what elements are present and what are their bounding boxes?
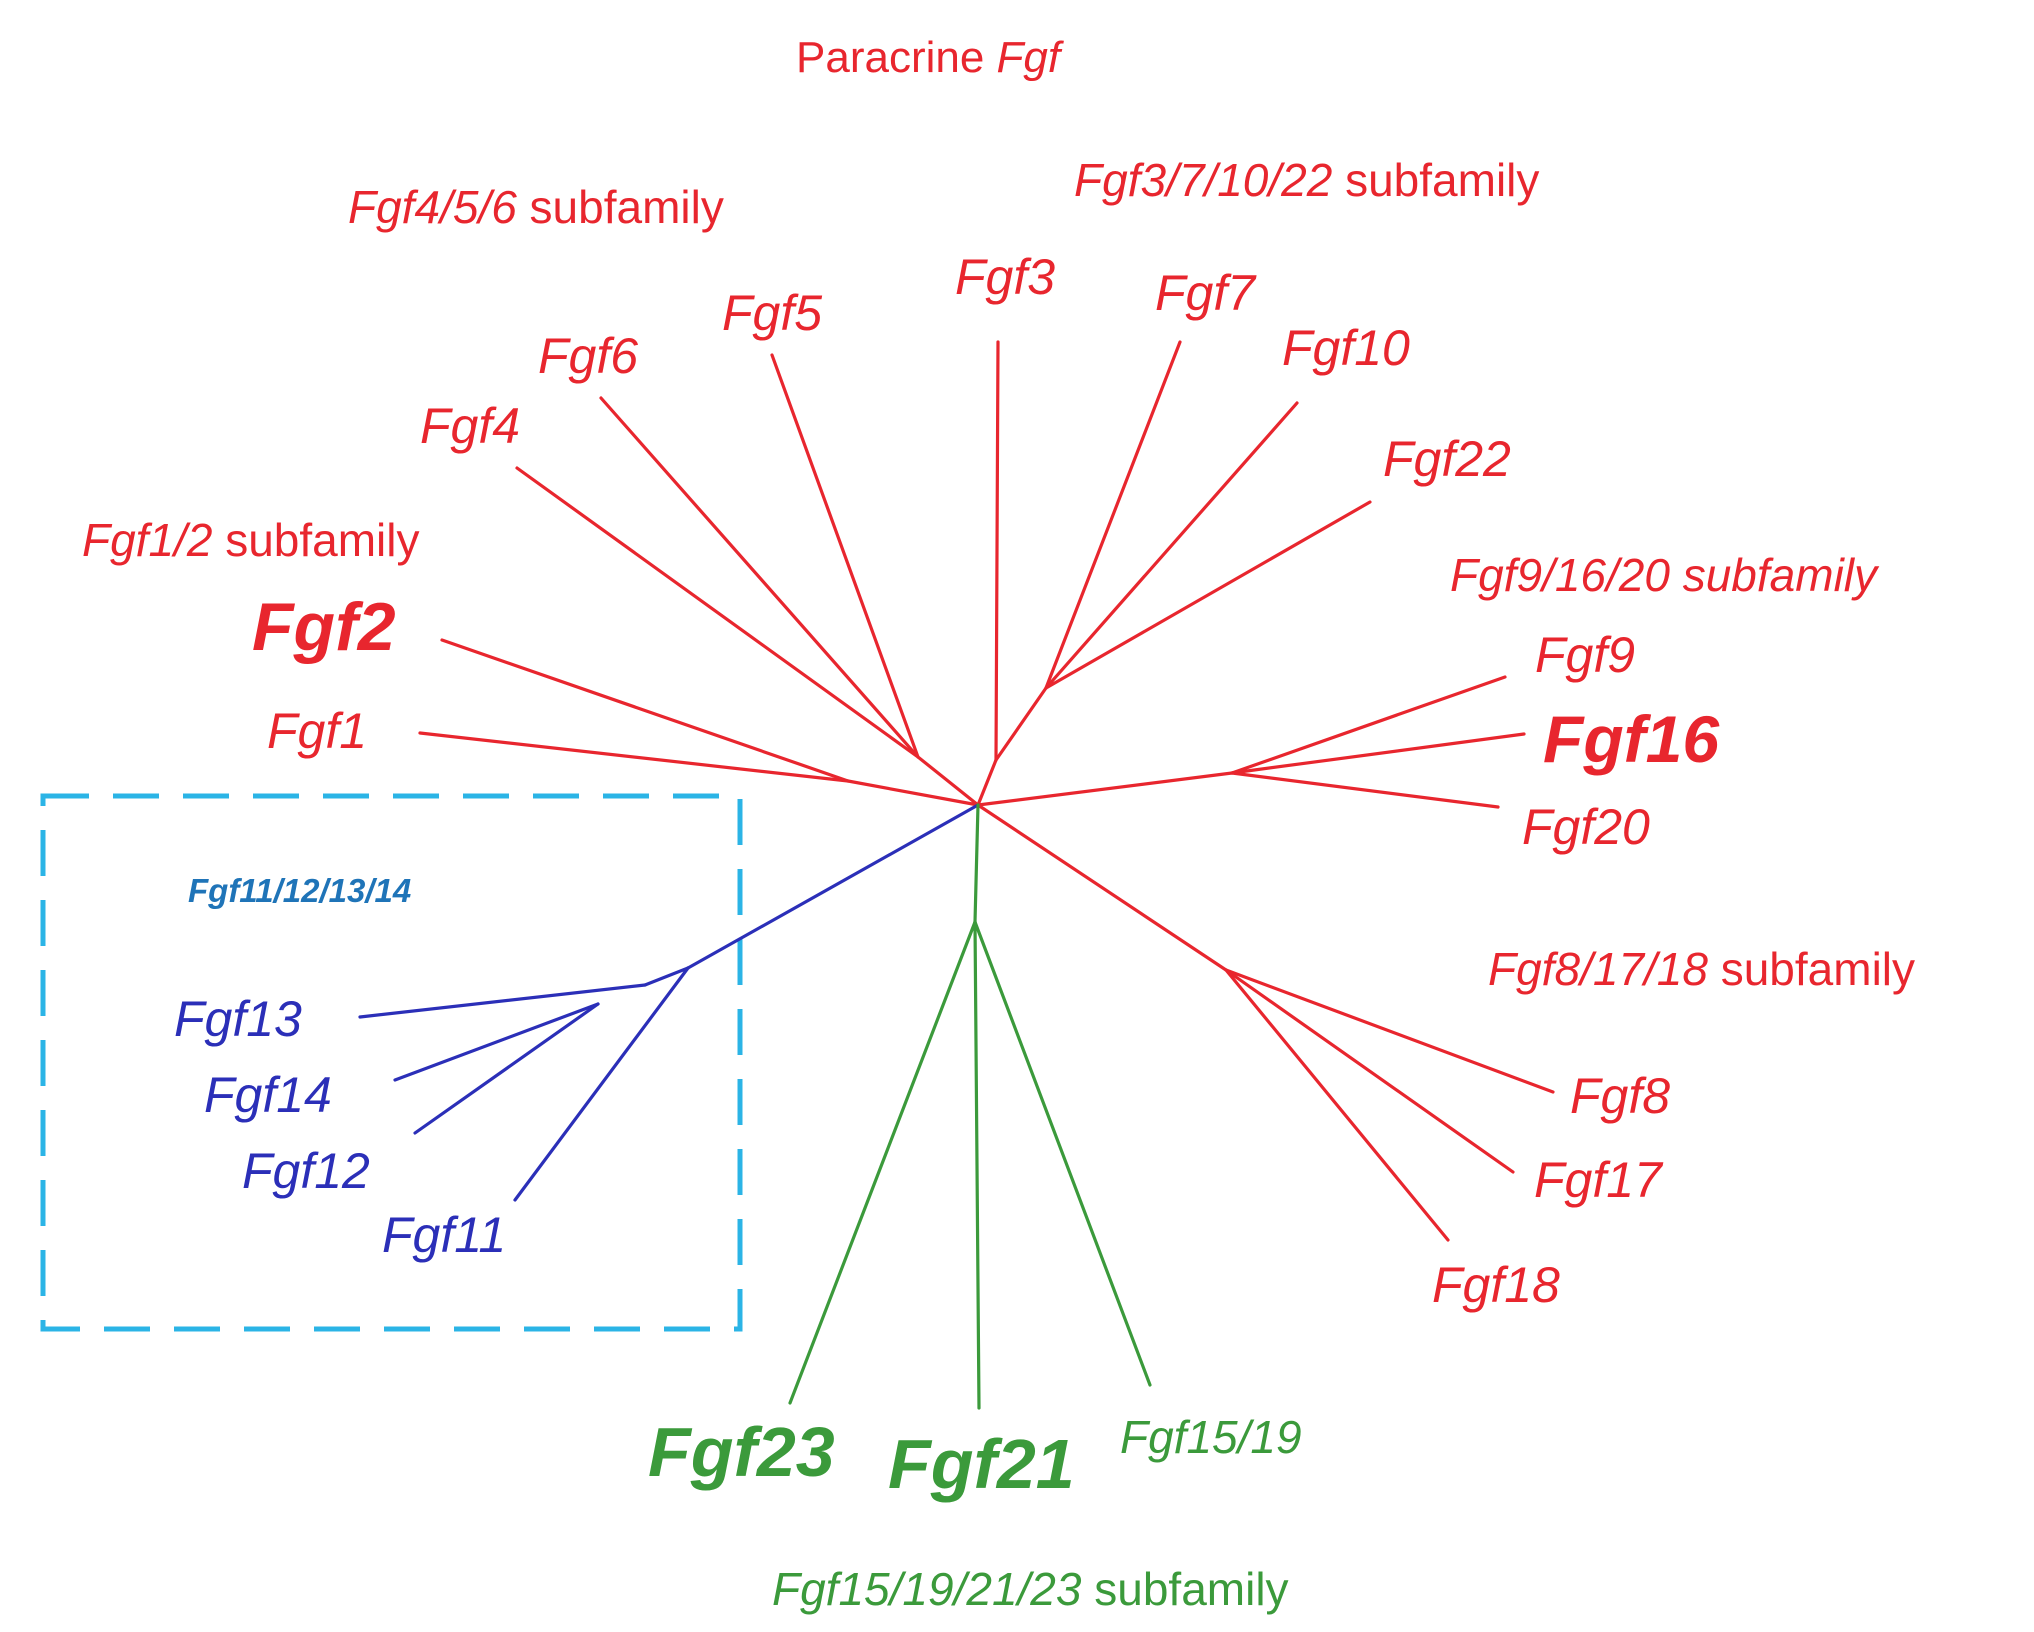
branch-fgf5	[770, 353, 920, 759]
gene-label-fgf4: Fgf4	[420, 398, 520, 454]
subfamily-label-fgf8-17-18: Fgf8/17/18 subfamily	[1488, 943, 1915, 995]
gene-label-fgf14: Fgf14	[204, 1067, 332, 1123]
subfamily-label-fgf4-5-6: Fgf4/5/6 subfamily	[348, 181, 724, 233]
branch-fgf15-19	[973, 920, 1152, 1387]
branch-root-to-fgf8-17-18-node	[976, 803, 1228, 972]
subfamily-label-fgf1-2: Fgf1/2 subfamily	[82, 514, 420, 566]
gene-label-fgf13: Fgf13	[174, 991, 302, 1047]
endocrine-branches	[788, 803, 1152, 1410]
branch-fgf13	[358, 983, 647, 1019]
subfamily-fgf8-17-18-suffix: subfamily	[1708, 943, 1915, 995]
branch-fgf20	[1230, 771, 1500, 809]
branch-fgf16	[1230, 732, 1526, 775]
branch-fgf14	[393, 1002, 600, 1082]
intracellular-group-box	[40, 793, 743, 1332]
gene-label-fgf23: Fgf23	[648, 1413, 835, 1491]
branch-fgf6	[599, 396, 920, 759]
branch-fgf12	[413, 1002, 600, 1135]
gene-label-fgf11: Fgf11	[382, 1207, 506, 1263]
subfamily-label-fgf15-19-21-23: Fgf15/19/21/23 subfamily	[772, 1563, 1289, 1615]
branch-fgf23	[788, 920, 977, 1405]
subfamily-fgf3-7-10-22-gene: Fgf3/7/10/22	[1074, 154, 1332, 206]
branch-fgf3-7-10-22-inner	[994, 686, 1048, 762]
gene-label-fgf3: Fgf3	[955, 249, 1055, 305]
gene-label-fgf10: Fgf10	[1282, 320, 1410, 376]
branch-root-to-fgf9-16-20-node	[976, 771, 1234, 807]
branch-fgf1	[418, 731, 850, 783]
branch-fgf3	[994, 340, 1000, 762]
gene-label-fgf17: Fgf17	[1534, 1152, 1664, 1208]
gene-label-fgf9: Fgf9	[1535, 627, 1635, 683]
branch-fgf7	[1044, 340, 1182, 690]
gene-label-fgf6: Fgf6	[538, 328, 638, 384]
branch-fgf2	[440, 638, 850, 783]
gene-label-fgf5: Fgf5	[722, 285, 822, 341]
branch-root-to-fgf1-2-node	[846, 779, 980, 807]
subfamily-fgf1-2-suffix: subfamily	[212, 514, 419, 566]
subfamily-fgf1-2-gene: Fgf1/2	[82, 514, 212, 566]
branch-root-to-intracellular-node	[686, 803, 980, 970]
branch-fgf9	[1230, 675, 1507, 775]
paracrine-header-gene: Fgf	[997, 33, 1065, 82]
gene-label-fgf15-19: Fgf15/19	[1120, 1411, 1302, 1463]
gene-label-fgf2: Fgf2	[252, 589, 396, 665]
subfamily-label-fgf9-16-20: Fgf9/16/20 subfamily	[1450, 549, 1880, 601]
gene-label-fgf18: Fgf18	[1432, 1257, 1560, 1313]
branch-fgf4	[515, 466, 920, 759]
subfamily-fgf4-5-6-gene: Fgf4/5/6	[348, 181, 517, 233]
branch-fgf17	[1224, 968, 1515, 1174]
paracrine-header-prefix: Paracrine	[796, 33, 997, 82]
gene-label-fgf7: Fgf7	[1155, 265, 1257, 321]
branch-intracellular-inner	[643, 966, 690, 987]
gene-label-fgf8: Fgf8	[1570, 1068, 1670, 1124]
gene-label-fgf16: Fgf16	[1543, 702, 1720, 776]
branch-root-to-fgf4-5-6-node	[916, 755, 980, 807]
branch-root-to-fgf3-7-10-22-node	[976, 758, 998, 807]
subfamily-fgf8-17-18-gene: Fgf8/17/18	[1488, 943, 1708, 995]
subfamily-fgf15-19-21-23-suffix: subfamily	[1081, 1563, 1288, 1615]
intracellular-box-label: Fgf11/12/13/14	[188, 872, 411, 909]
subfamily-label-fgf3-7-10-22: Fgf3/7/10/22 subfamily	[1074, 154, 1539, 206]
gene-label-fgf20: Fgf20	[1522, 799, 1650, 855]
gene-label-fgf22: Fgf22	[1383, 431, 1511, 487]
branch-fgf22	[1044, 500, 1372, 690]
branch-fgf18	[1224, 968, 1450, 1242]
gene-label-fgf12: Fgf12	[242, 1143, 370, 1199]
subfamily-fgf15-19-21-23-gene: Fgf15/19/21/23	[772, 1563, 1082, 1615]
branch-fgf10	[1044, 401, 1299, 690]
paracrine-header: Paracrine Fgf	[796, 33, 1065, 82]
gene-label-fgf21: Fgf21	[888, 1425, 1075, 1503]
subfamily-fgf3-7-10-22-suffix: subfamily	[1332, 154, 1539, 206]
branch-fgf21	[973, 920, 981, 1410]
subfamily-fgf4-5-6-suffix: subfamily	[517, 181, 724, 233]
branch-fgf8	[1224, 968, 1555, 1094]
branch-fgf11	[513, 966, 690, 1202]
intracellular-branches	[358, 803, 980, 1202]
gene-label-fgf1: Fgf1	[267, 703, 367, 759]
branch-root-to-endocrine-node	[973, 803, 980, 924]
paracrine-branches	[418, 340, 1555, 1242]
